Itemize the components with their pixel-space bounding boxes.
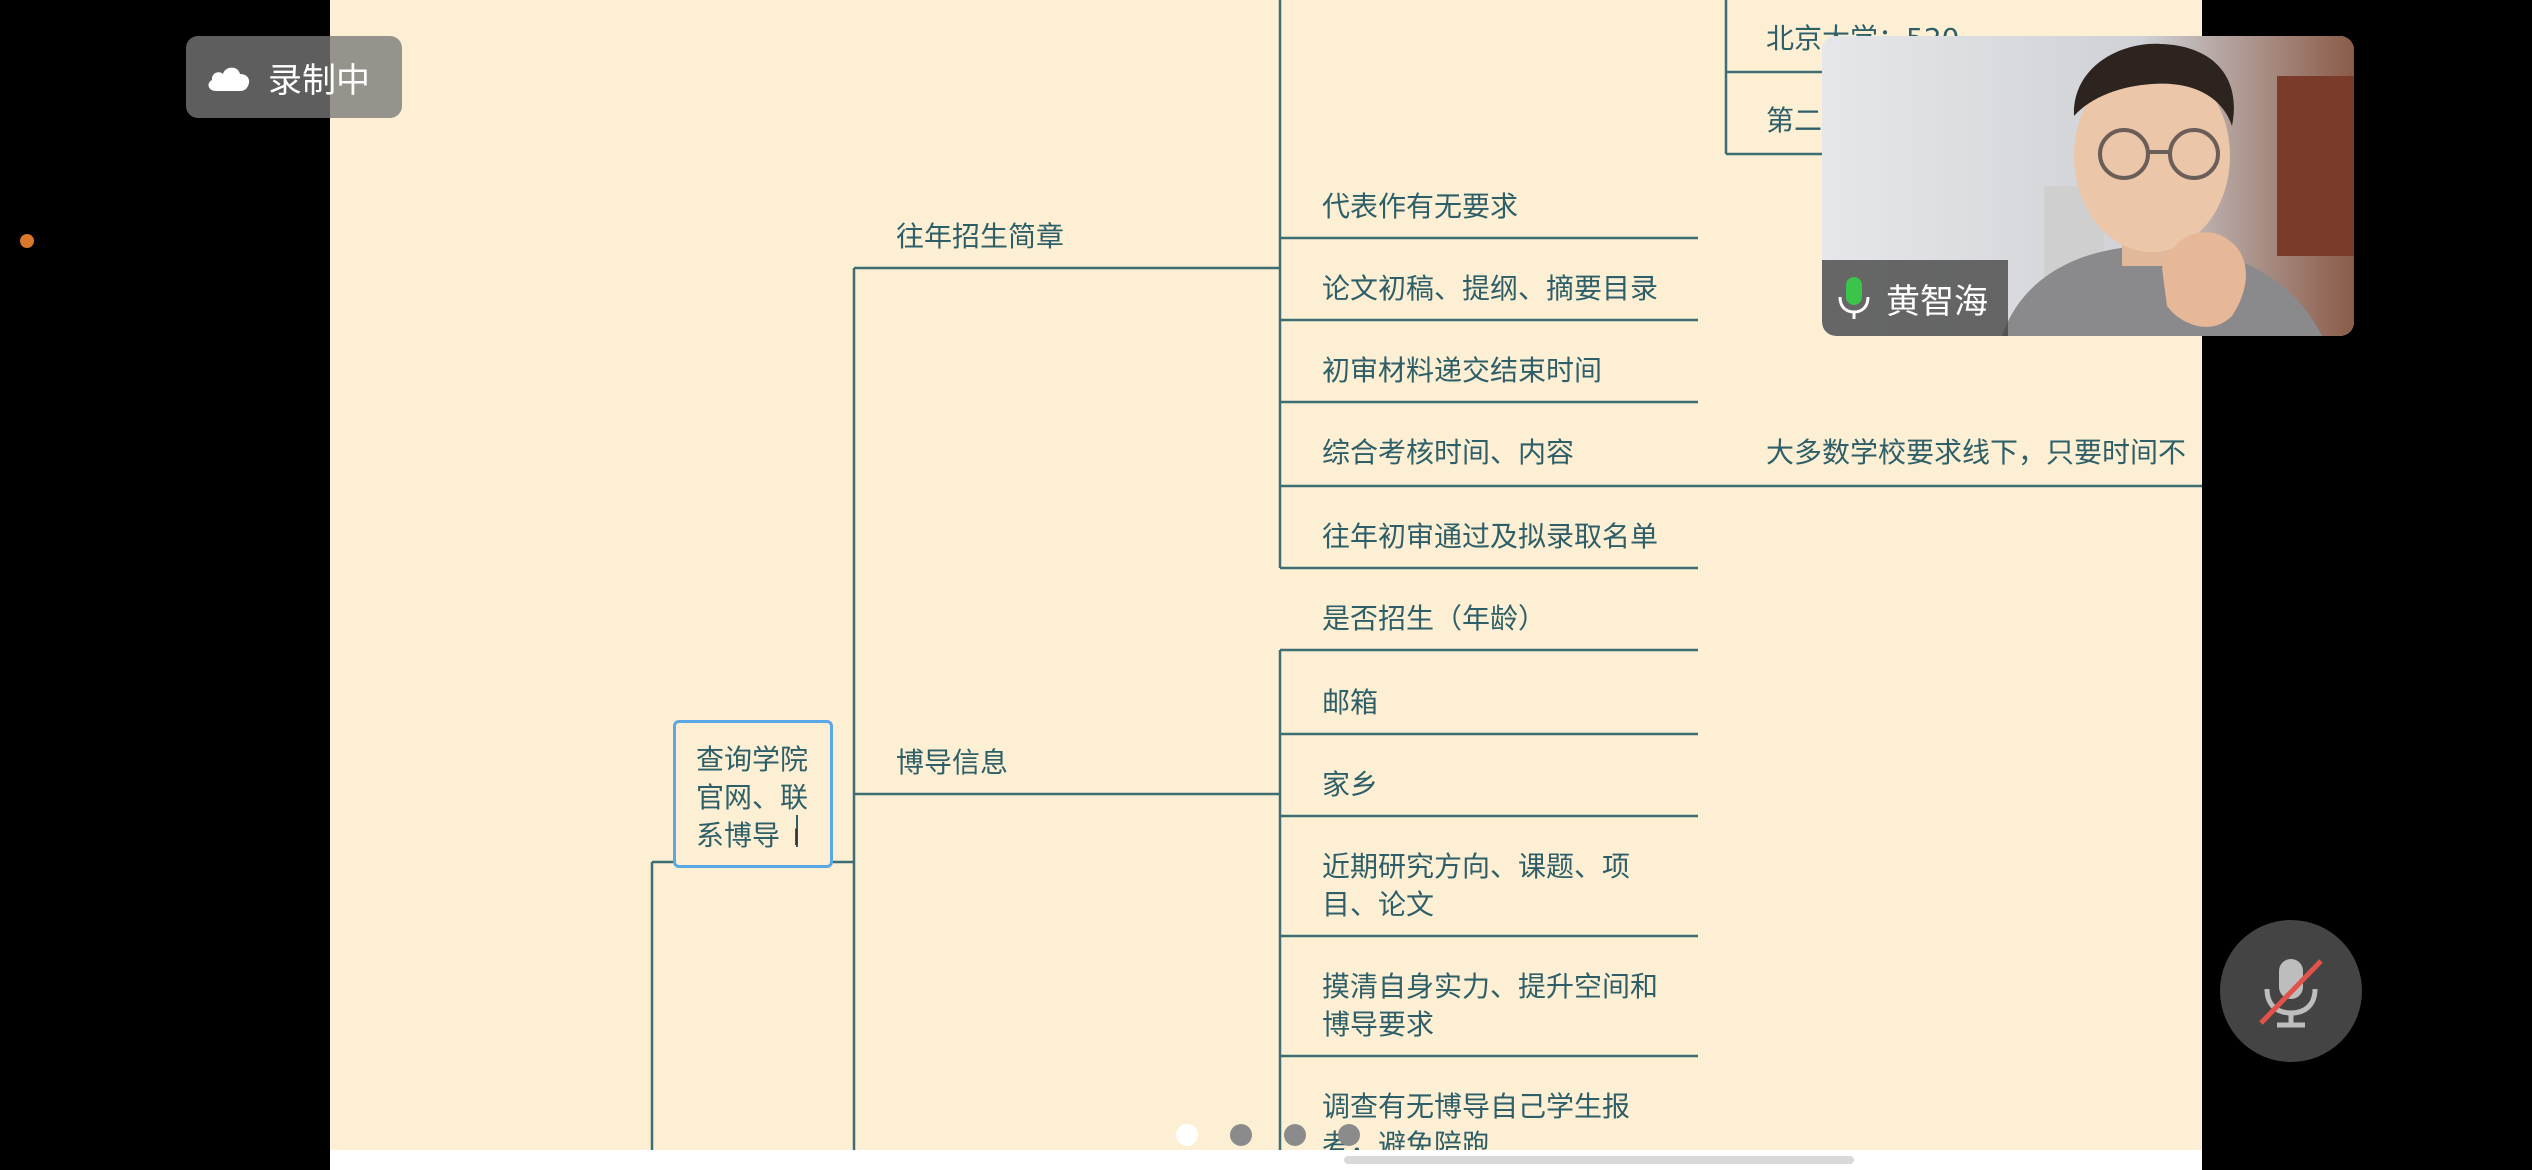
node-assessment[interactable]: 综合考核时间、内容 xyxy=(1322,436,1575,469)
horizontal-scroll-indicator[interactable] xyxy=(1344,1156,1854,1164)
recording-indicator[interactable]: 录制中 xyxy=(186,36,402,118)
node-research-direction[interactable]: 近期研究方向、课题、项目、论文 xyxy=(1322,850,1631,921)
orange-dot xyxy=(20,234,34,248)
text-caret xyxy=(796,815,798,847)
root-node-text: 查询学院官网、联系博导 xyxy=(696,743,809,852)
cloud-icon xyxy=(208,67,250,91)
root-node-editing[interactable]: 查询学院官网、联系博导 xyxy=(673,720,833,868)
page-indicator xyxy=(330,1124,2202,1154)
node-self-assessment[interactable]: 摸清自身实力、提升空间和博导要求 xyxy=(1322,970,1659,1041)
mute-button[interactable] xyxy=(2220,920,2362,1062)
node-hometown[interactable]: 家乡 xyxy=(1322,768,1379,801)
node-email[interactable]: 邮箱 xyxy=(1322,686,1379,719)
bottom-bar xyxy=(330,1150,2202,1170)
node-representative-work[interactable]: 代表作有无要求 xyxy=(1322,190,1519,223)
node-partial-second[interactable]: 第二 xyxy=(1766,104,1823,137)
node-submission-deadline[interactable]: 初审材料递交结束时间 xyxy=(1322,354,1603,387)
microphone-active-icon xyxy=(1838,277,1870,319)
microphone-muted-icon xyxy=(2259,959,2323,1028)
node-admissions-guide[interactable]: 往年招生简章 xyxy=(896,220,1065,253)
node-advisor-info[interactable]: 博导信息 xyxy=(896,746,1009,779)
page-dot-1[interactable] xyxy=(1176,1124,1198,1146)
page-dot-3[interactable] xyxy=(1284,1124,1306,1146)
node-past-lists[interactable]: 往年初审通过及拟录取名单 xyxy=(1322,520,1659,553)
participant-name: 黄智海 xyxy=(1886,281,1988,322)
node-recruiting-age[interactable]: 是否招生（年龄） xyxy=(1322,602,1547,635)
page-dot-4[interactable] xyxy=(1338,1124,1360,1146)
ibeam-cursor-icon: I xyxy=(793,826,800,851)
node-thesis-draft[interactable]: 论文初稿、提纲、摘要目录 xyxy=(1322,272,1659,305)
node-offline-note[interactable]: 大多数学校要求线下，只要时间不 xyxy=(1766,436,2187,469)
participant-name-tag: 黄智海 xyxy=(1822,260,2008,336)
recording-label: 录制中 xyxy=(268,60,370,101)
participant-video[interactable]: 黄智海 xyxy=(1822,36,2354,336)
page-dot-2[interactable] xyxy=(1230,1124,1252,1146)
